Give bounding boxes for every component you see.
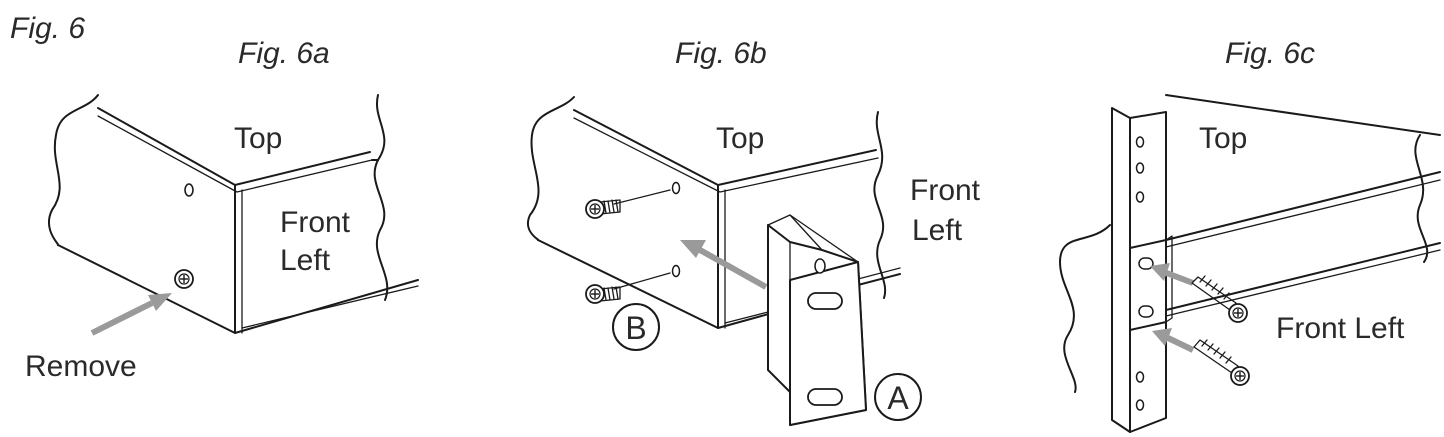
panel-6b-left-label: Left	[912, 214, 963, 247]
panel-6c: Fig. 6c	[1059, 37, 1441, 433]
panel-6b-front-label: Front	[910, 174, 981, 207]
screw-icon	[1193, 339, 1250, 386]
panel-6a-break-left	[48, 94, 99, 246]
arrow-icon	[1164, 334, 1195, 353]
callout-b-label: B	[625, 310, 646, 346]
screw-hole-icon	[671, 264, 681, 278]
panel-6c-top-label: Top	[1199, 122, 1247, 155]
panel-6b: Fig. 6b	[527, 37, 981, 426]
panel-6a-title: Fig. 6a	[238, 37, 330, 70]
panel-6b-top-label: Top	[716, 122, 764, 155]
panel-6a: Fig. 6a Top Front Left Remove	[25, 37, 419, 383]
arrow-icon	[1162, 269, 1195, 286]
panel-6b-title: Fig. 6b	[675, 37, 767, 70]
callout-a-label: A	[887, 380, 909, 416]
mounting-bracket-icon	[1129, 235, 1173, 331]
panel-6a-remove-label: Remove	[25, 350, 137, 383]
screw-icon	[174, 269, 194, 289]
mounting-bracket-icon	[767, 214, 867, 426]
panel-6a-top-label: Top	[234, 122, 282, 155]
arrow-icon	[698, 247, 768, 290]
panel-6a-break-right	[373, 94, 389, 301]
figure-title: Fig. 6	[10, 12, 85, 45]
arrow-icon	[90, 300, 154, 336]
panel-6b-break-left	[527, 96, 575, 241]
screw-icon	[1191, 275, 1248, 323]
callout-a	[874, 373, 922, 421]
panel-6c-front-label: Front Left	[1276, 312, 1405, 345]
panel-6a-left-label: Left	[280, 244, 331, 277]
panel-6a-front-label: Front	[280, 206, 351, 239]
callout-b	[612, 303, 660, 351]
screw-icon	[585, 199, 621, 219]
screw-hole-icon	[184, 183, 194, 197]
panel-6b-break-right	[873, 111, 887, 299]
panel-6c-title: Fig. 6c	[1225, 37, 1315, 70]
screw-hole-icon	[671, 181, 681, 195]
screw-icon	[585, 284, 621, 304]
